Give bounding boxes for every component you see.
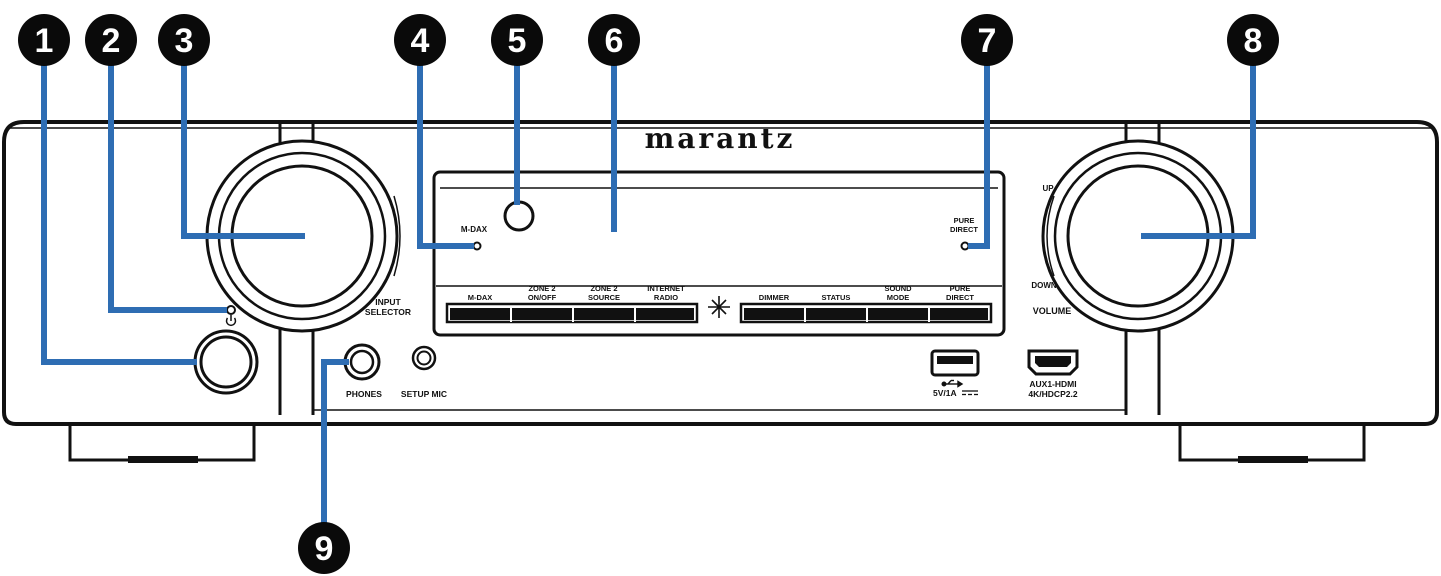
- callout-circle: [298, 522, 350, 574]
- callout-circle: [1227, 14, 1279, 66]
- display-window: [432, 170, 1006, 337]
- volume-knob[interactable]: [1041, 139, 1235, 333]
- callout-circle: [491, 14, 543, 66]
- front-button-label-line: M-DAX: [468, 293, 493, 302]
- usb-rating-label: 5V/1A: [933, 388, 957, 398]
- front-button-label-line: INTERNET: [647, 284, 685, 293]
- hdmi-port[interactable]: [1027, 349, 1079, 376]
- usb-icon: [941, 379, 964, 388]
- callout-number: 3: [175, 22, 194, 60]
- front-button-label-line: RADIO: [654, 293, 678, 302]
- m-dax-indicator: [472, 241, 482, 251]
- callout-7: 7: [961, 14, 1013, 66]
- callout-circle: [85, 14, 137, 66]
- callout-number: 1: [35, 22, 54, 60]
- front-button-label-line: ZONE 2: [528, 284, 555, 293]
- callout-number: 5: [508, 22, 527, 60]
- callout-circle: [18, 14, 70, 66]
- callout-1: 1: [18, 14, 70, 66]
- marantz-logo: marantz: [645, 122, 796, 155]
- setup-mic-label: SETUP MIC: [401, 389, 447, 399]
- usb-port[interactable]: [930, 349, 980, 377]
- callout-5: 5: [491, 14, 543, 66]
- callout-circle: [394, 14, 446, 66]
- callout-circle: [158, 14, 210, 66]
- callout-8: 8: [1227, 14, 1279, 66]
- front-button-label-line: MODE: [887, 293, 910, 302]
- power-symbol-icon: [225, 315, 237, 327]
- phones-label: PHONES: [346, 389, 382, 399]
- remote-sensor: [503, 200, 535, 232]
- front-button-label: STATUS: [822, 293, 851, 302]
- callout-number: 6: [605, 22, 624, 60]
- callout-2: 2: [85, 14, 137, 66]
- front-button-label-line: ON/OFF: [528, 293, 557, 302]
- leader-lines: [41, 37, 1256, 543]
- callout-markers: 1 2 3 4 5 6 7 8 9: [18, 14, 1279, 574]
- front-button-label-line: ZONE 2: [590, 284, 617, 293]
- dc-symbol-icon: [962, 390, 978, 396]
- front-button-label-line: DIRECT: [946, 293, 974, 302]
- callout-number: 2: [102, 22, 121, 60]
- sparkle-icon: [708, 296, 730, 318]
- front-button-label: M-DAX: [468, 293, 493, 302]
- front-button-label-line: PURE: [950, 284, 971, 293]
- callout-number: 8: [1244, 22, 1263, 60]
- front-button-label-line: DIMMER: [759, 293, 790, 302]
- callout-number: 4: [411, 22, 430, 60]
- hdmi-label-1: AUX1-HDMI: [1029, 379, 1076, 389]
- callout-4: 4: [394, 14, 446, 66]
- front-button-label-line: SOUND: [884, 284, 912, 293]
- callout-9: 9: [298, 522, 350, 574]
- front-button-label: ZONE 2ON/OFF: [528, 284, 557, 302]
- left-foot: [68, 422, 256, 462]
- callout-number: 9: [315, 530, 334, 568]
- power-indicator: [226, 305, 236, 315]
- button-row: [445, 302, 993, 324]
- front-button-label-line: STATUS: [822, 293, 851, 302]
- pure-direct-indicator-label-1: PURE: [954, 216, 975, 225]
- front-button-label-line: SOURCE: [588, 293, 620, 302]
- hdmi-label-2: 4K/HDCP2.2: [1028, 389, 1077, 399]
- m-dax-label: M-DAX: [461, 225, 488, 234]
- setup-mic-jack[interactable]: [411, 345, 437, 371]
- volume-up-label: UP: [1042, 184, 1054, 193]
- volume-down-label: DOWN: [1031, 281, 1057, 290]
- right-foot: [1178, 422, 1366, 462]
- callout-3: 3: [158, 14, 210, 66]
- headphones-jack[interactable]: [343, 343, 381, 381]
- pure-direct-indicator: [960, 241, 970, 251]
- callout-circle: [588, 14, 640, 66]
- input-selector-label-1: INPUT: [375, 297, 401, 307]
- front-button-label: DIMMER: [759, 293, 790, 302]
- pure-direct-indicator-label-2: DIRECT: [950, 225, 978, 234]
- callout-6: 6: [588, 14, 640, 66]
- callout-circle: [961, 14, 1013, 66]
- volume-label: VOLUME: [1033, 306, 1072, 316]
- power-button[interactable]: [193, 329, 259, 395]
- callout-number: 7: [978, 22, 997, 60]
- input-selector-label-2: SELECTOR: [365, 307, 411, 317]
